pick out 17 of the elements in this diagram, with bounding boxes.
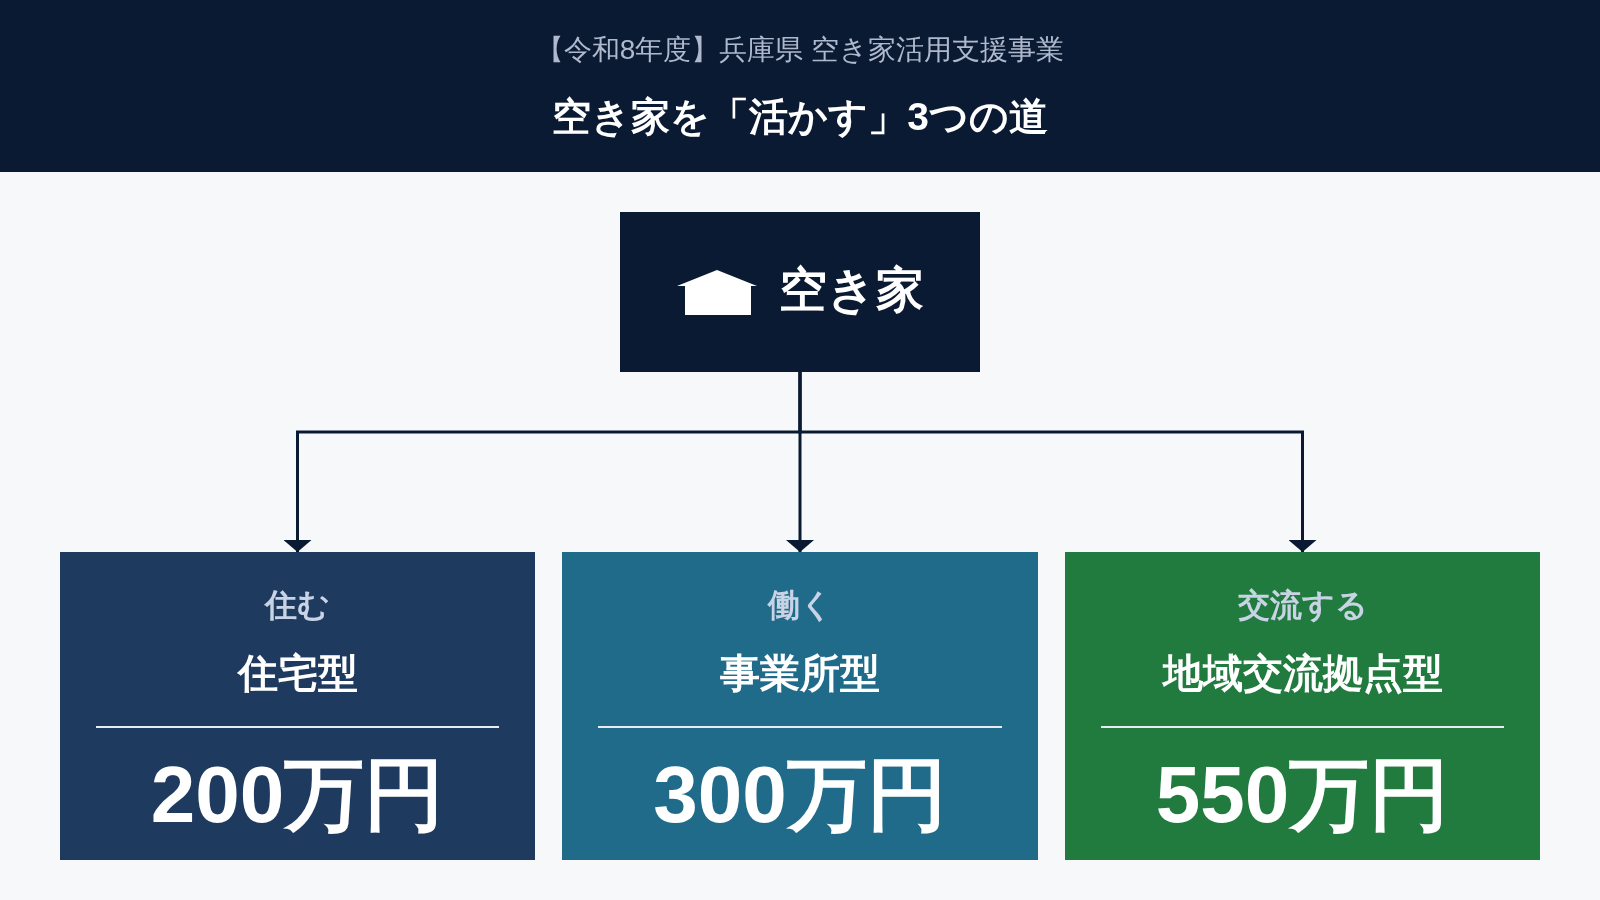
subtitle: 【令和8年度】兵庫県 空き家活用支援事業 [535, 33, 1065, 67]
category-card [562, 552, 1038, 860]
title: 空き家を「活かす」3つの道 [552, 94, 1048, 140]
category-label: 住む [265, 586, 330, 625]
node-label: 空き家 [778, 262, 924, 318]
amount: 200万円 [150, 749, 445, 841]
type-name: 住宅型 [237, 650, 358, 697]
type-name: 事業所型 [720, 650, 880, 697]
arrow [798, 372, 1317, 552]
category-card [1065, 552, 1540, 860]
category-label: 交流する [1237, 586, 1368, 625]
category-label: 働く [767, 586, 833, 625]
type-name: 地域交流拠点型 [1162, 650, 1443, 697]
category-card [60, 552, 535, 860]
amount: 300万円 [653, 749, 947, 841]
root-box [620, 212, 980, 372]
amount: 550万円 [1155, 749, 1450, 841]
